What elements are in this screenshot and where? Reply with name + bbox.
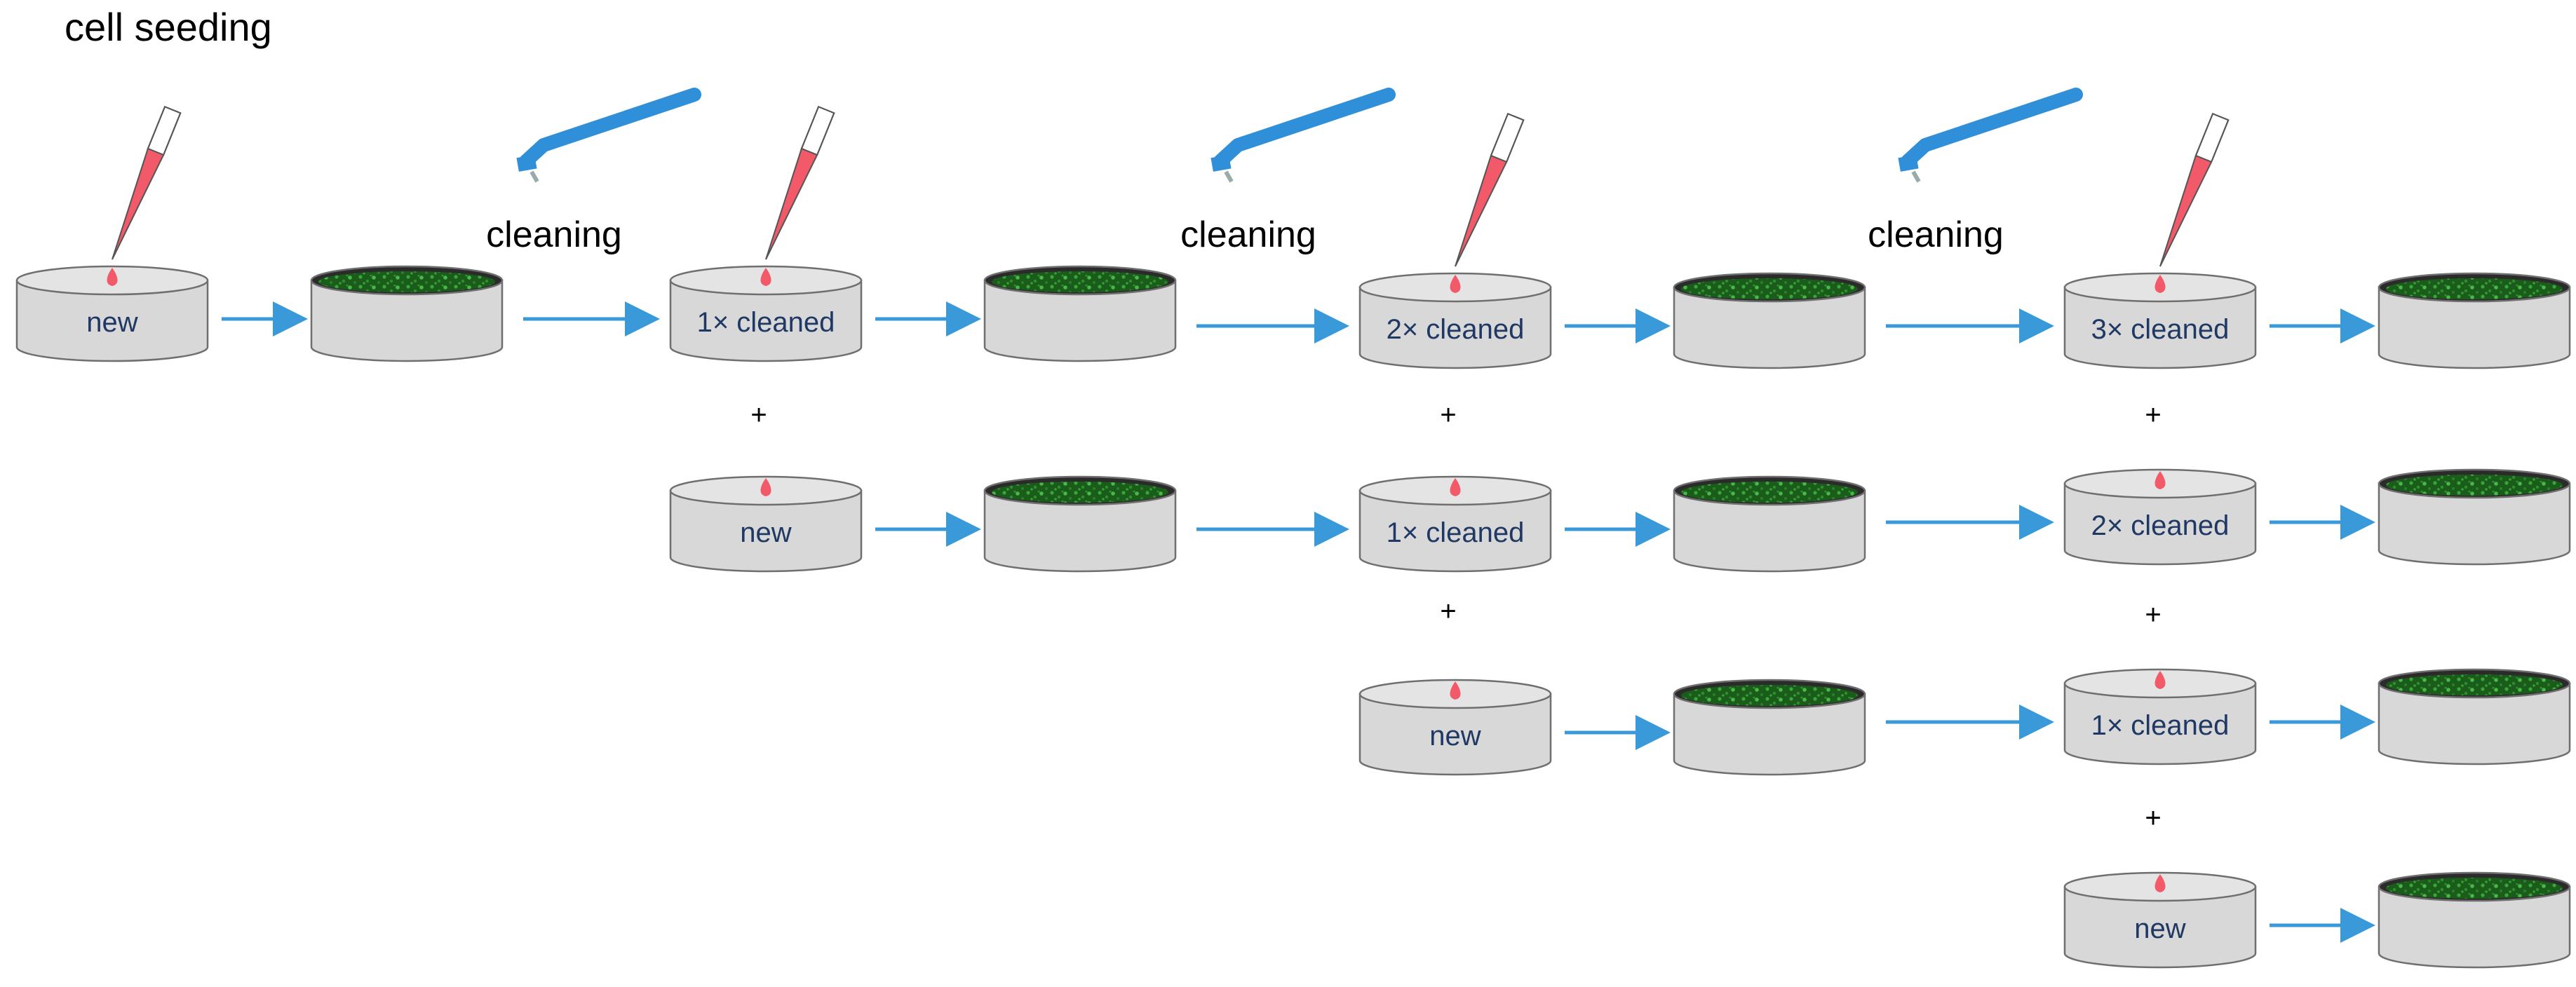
seeded-dish: 1× cleaned: [2063, 668, 2257, 765]
dish-label: new: [2134, 913, 2185, 944]
dish-label: 2× cleaned: [1387, 314, 1525, 345]
dish-with-cells: [2378, 468, 2571, 566]
plus-sign: +: [750, 400, 767, 430]
dish-with-cells: [2378, 668, 2571, 765]
cleaning-brush-icon: [516, 88, 701, 183]
dish-label: new: [740, 517, 791, 548]
pipette-icon: [765, 105, 835, 260]
dish-label: 3× cleaned: [2091, 314, 2230, 345]
cell-layer: [2386, 878, 2563, 899]
dish-with-cells: [1673, 475, 1866, 573]
cell-layer: [2386, 278, 2563, 299]
medium-drop-icon: [2154, 471, 2166, 489]
seeded-dish: new: [2063, 871, 2257, 969]
dish-with-cells: [310, 265, 504, 362]
plus-sign: +: [1440, 596, 1456, 627]
cell-layer: [992, 271, 1168, 292]
cell-layer: [992, 482, 1168, 503]
medium-drop-icon: [1450, 275, 1461, 293]
dish-label: new: [1429, 721, 1481, 751]
cleaning-label: cleaning: [486, 215, 622, 255]
plus-sign: +: [2145, 803, 2161, 833]
dish-with-cells: [983, 475, 1177, 573]
seeded-dish: new: [15, 265, 209, 362]
dish-with-cells: [2378, 871, 2571, 969]
plus-sign: +: [1440, 400, 1456, 430]
dish-label: 2× cleaned: [2091, 510, 2230, 541]
dish-label: 1× cleaned: [2091, 710, 2230, 741]
dish-label: 1× cleaned: [697, 307, 835, 338]
pipette-icon: [1455, 112, 1525, 267]
seeded-dish: 1× cleaned: [669, 265, 863, 362]
seeded-dish: 3× cleaned: [2063, 272, 2257, 369]
dish-label: 1× cleaned: [1387, 517, 1525, 548]
medium-drop-icon: [2154, 275, 2166, 293]
cell-layer: [1681, 685, 1858, 706]
seeded-dish: new: [669, 475, 863, 573]
seeded-dish: 2× cleaned: [2063, 468, 2257, 566]
seeded-dish: new: [1358, 679, 1552, 776]
cleaning-brush-icon: [1898, 88, 2083, 183]
pipette-icon: [112, 105, 182, 260]
cleaning-label: cleaning: [1180, 215, 1316, 255]
medium-drop-icon: [1450, 681, 1461, 700]
dish-label: new: [86, 307, 137, 338]
medium-drop-icon: [760, 268, 771, 286]
medium-drop-icon: [760, 478, 771, 496]
medium-drop-icon: [2154, 671, 2166, 689]
cell-layer: [2386, 674, 2563, 695]
dish-with-cells: [1673, 272, 1866, 369]
cell-layer: [318, 271, 495, 292]
seeded-dish: 2× cleaned: [1358, 272, 1552, 369]
cleaning-label: cleaning: [1868, 215, 2004, 255]
cleaning-brush-icon: [1211, 88, 1396, 183]
cell-layer: [2386, 475, 2563, 496]
pipette-icon: [2159, 112, 2230, 267]
medium-drop-icon: [1450, 478, 1461, 496]
title-cell-seeding: cell seeding: [65, 5, 272, 49]
dish-with-cells: [1673, 679, 1866, 776]
dish-with-cells: [2378, 272, 2571, 369]
cell-layer: [1681, 278, 1858, 299]
dish-with-cells: [983, 265, 1177, 362]
plus-sign: +: [2145, 599, 2161, 630]
cell-layer: [1681, 482, 1858, 503]
medium-drop-icon: [2154, 874, 2166, 892]
medium-drop-icon: [107, 268, 118, 286]
plus-sign: +: [2145, 400, 2161, 430]
seeded-dish: 1× cleaned: [1358, 475, 1552, 573]
